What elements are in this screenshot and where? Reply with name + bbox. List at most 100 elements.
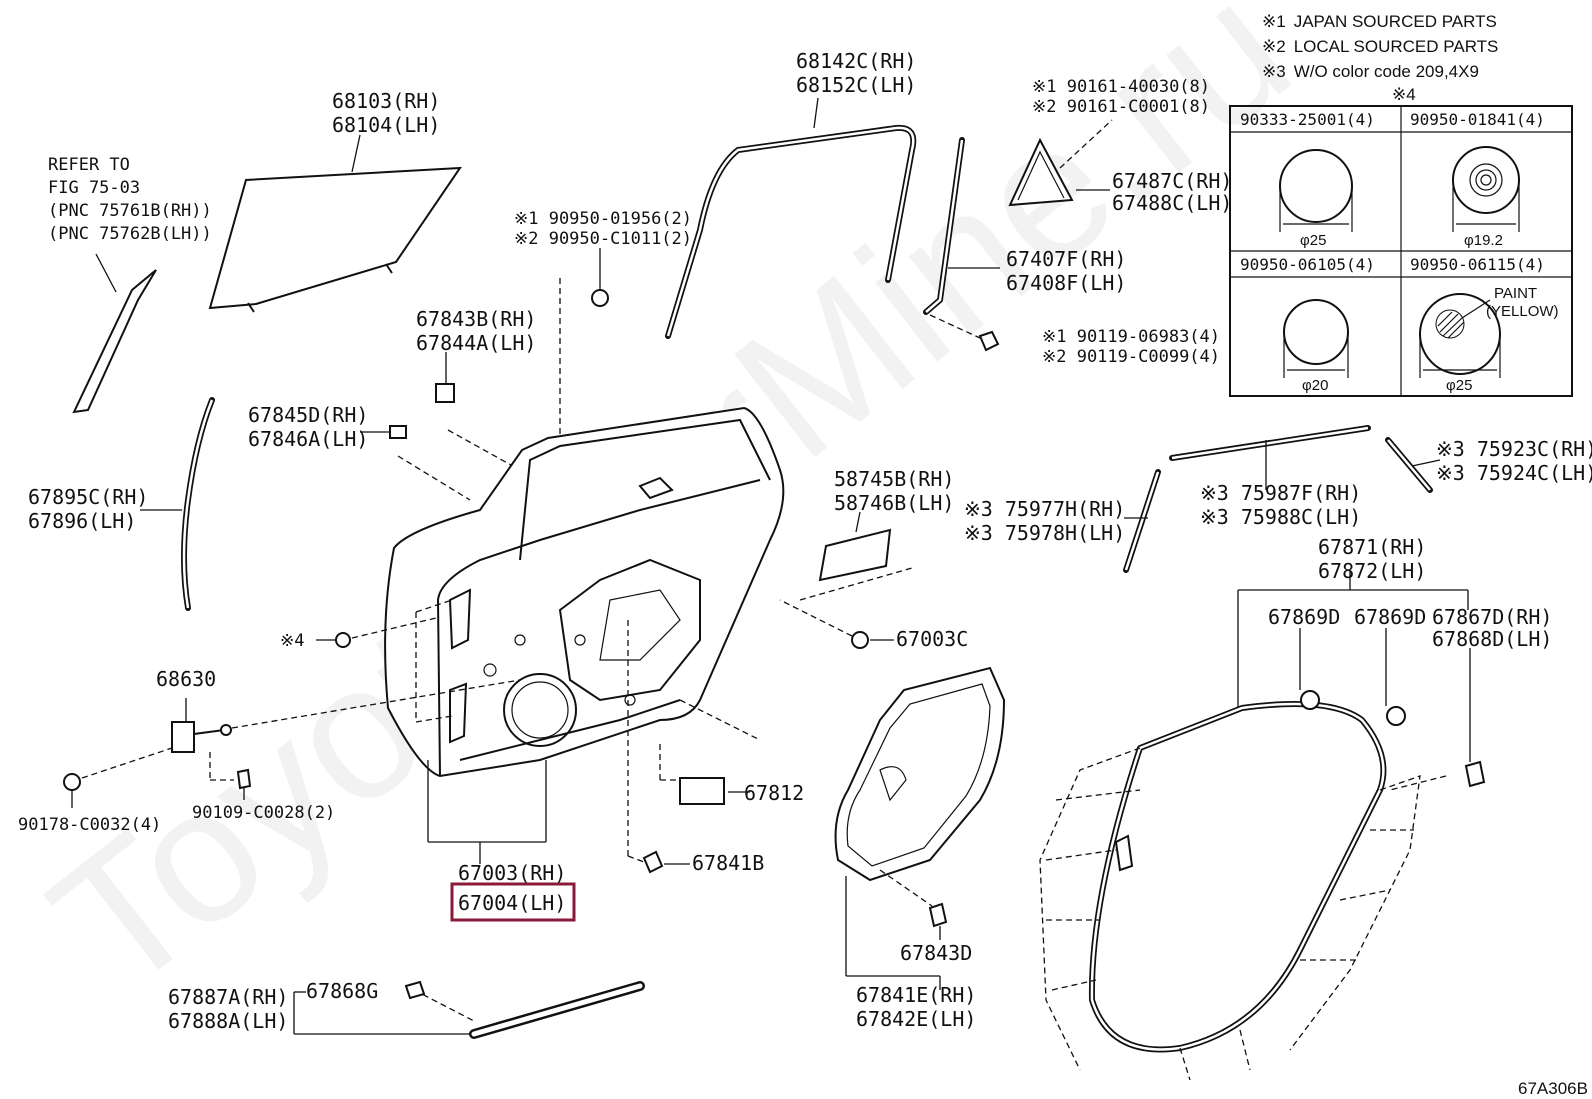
refer-to-line-2[interactable]: FIG 75-03 <box>48 178 140 198</box>
disc-icon <box>1283 299 1349 365</box>
table-cell-4-part: 90950-06115(4) <box>1410 255 1545 274</box>
table-cell-4-dim: φ25 <box>1446 377 1472 394</box>
label-clip-w1[interactable]: 67869D <box>1268 605 1340 629</box>
refer-to-line-3[interactable]: (PNC 75761B(RH)) <box>48 201 212 221</box>
label-nut[interactable]: 90178-C0032(4) <box>18 815 161 835</box>
clip-4 <box>316 617 437 648</box>
mouldings <box>1123 425 1441 573</box>
plate-icon <box>679 777 725 805</box>
label-plug[interactable]: 67003C <box>896 627 968 651</box>
door-checker <box>171 679 521 800</box>
table-cell-4: 90950-06115(4) PAINT (YELLOW) φ25 <box>1410 255 1559 394</box>
label-bolt-2[interactable]: ※2 90119-C0099(4) <box>1042 347 1220 367</box>
label-clip-top-1[interactable]: ※1 90950-01956(2) <box>514 209 692 229</box>
paint-color-note: (YELLOW) <box>1486 303 1559 320</box>
label-moulding-b-rh[interactable]: ※3 75987F(RH) <box>1200 481 1361 505</box>
glass-run-channel <box>665 97 917 339</box>
sound-sheet <box>799 511 913 601</box>
bolt-icon <box>978 330 1000 352</box>
screw-low <box>879 869 948 940</box>
checker-icon <box>171 721 195 753</box>
label-glass-lh[interactable]: 68104(LH) <box>332 113 440 137</box>
label-clip-top-2[interactable]: ※2 90950-C1011(2) <box>514 229 692 249</box>
label-corner-rh[interactable]: 67487C(RH) <box>1112 169 1232 193</box>
label-door-panel-lh[interactable]: 67004(LH) <box>458 891 566 915</box>
refer-to-line-4[interactable]: (PNC 75762B(LH)) <box>48 224 212 244</box>
label-moulding-a-rh[interactable]: ※3 75923C(RH) <box>1436 437 1592 461</box>
label-moulding-c-lh[interactable]: ※3 75978H(LH) <box>964 521 1125 545</box>
label-service-cover-lh[interactable]: 67842E(LH) <box>856 1007 976 1031</box>
refer-to-line-1[interactable]: REFER TO <box>48 155 130 175</box>
label-division-rh[interactable]: 67407F(RH) <box>1006 247 1126 271</box>
bolt-icon <box>236 768 252 790</box>
label-run-channel-rh[interactable]: 68142C(RH) <box>796 49 916 73</box>
label-clip-w3-rh[interactable]: 67867D(RH) <box>1432 605 1552 629</box>
clip-icon <box>1464 760 1486 788</box>
label-screws-top-1[interactable]: ※1 90161-40030(8) <box>1032 77 1210 97</box>
label-screw-low[interactable]: 67843D <box>900 941 972 965</box>
label-clip-w2[interactable]: 67869D <box>1354 605 1426 629</box>
label-weatherstrip-lh[interactable]: 67872(LH) <box>1318 559 1426 583</box>
table-cell-3: 90950-06105(4) φ20 <box>1240 255 1375 394</box>
door-panel <box>384 406 785 778</box>
label-sheet-rh[interactable]: 58745B(RH) <box>834 467 954 491</box>
table-cell-1: 90333-25001(4) φ25 <box>1240 110 1375 249</box>
bracket-icon <box>389 425 407 439</box>
label-weatherstrip-rh[interactable]: 67871(RH) <box>1318 535 1426 559</box>
label-seal-lh[interactable]: 67896(LH) <box>28 509 136 533</box>
clip-icon <box>404 980 426 1000</box>
label-moulding-b-lh[interactable]: ※3 75988C(LH) <box>1200 505 1361 529</box>
clip-disc-icon <box>1452 146 1520 214</box>
label-hinge-cover-lh[interactable]: 67844A(LH) <box>416 331 536 355</box>
label-glass-rh[interactable]: 68103(RH) <box>332 89 440 113</box>
label-moulding-c-rh[interactable]: ※3 75977H(RH) <box>964 497 1125 521</box>
label-bolt2[interactable]: 90109-C0028(2) <box>192 803 335 823</box>
label-service-cover-rh[interactable]: 67841E(RH) <box>856 983 976 1007</box>
label-division-lh[interactable]: 67408F(LH) <box>1006 271 1126 295</box>
label-seal-rh[interactable]: 67895C(RH) <box>28 485 148 509</box>
division-bar <box>923 137 1000 352</box>
label-bracket-lh[interactable]: 67846A(LH) <box>248 427 368 451</box>
part-labels[interactable]: REFER TO FIG 75-03 (PNC 75761B(RH)) (PNC… <box>18 49 1592 1033</box>
label-clip-4[interactable]: ※4 <box>280 631 304 651</box>
label-bolt-1[interactable]: ※1 90119-06983(4) <box>1042 327 1220 347</box>
label-plate <box>659 699 761 805</box>
label-clip-belt[interactable]: 67868G <box>306 979 378 1003</box>
label-bracket-rh[interactable]: 67845D(RH) <box>248 403 368 427</box>
table-cell-2-dim: φ19.2 <box>1464 232 1503 249</box>
label-door-panel-rh[interactable]: 67003(RH) <box>458 861 566 885</box>
disc-icon <box>1279 149 1353 223</box>
cap-icon <box>435 383 455 403</box>
table-cell-2-part: 90950-01841(4) <box>1410 110 1545 129</box>
label-corner-lh[interactable]: 67488C(LH) <box>1112 191 1232 215</box>
door-frame-garnish <box>72 253 157 414</box>
label-checker[interactable]: 68630 <box>156 667 216 691</box>
service-hole-cover <box>834 666 1006 990</box>
label-sheet-lh[interactable]: 58746B(LH) <box>834 491 954 515</box>
nut <box>63 747 173 808</box>
weatherstrip-clips <box>1299 628 1486 791</box>
clip-icon <box>591 289 609 307</box>
label-clip-w3-lh[interactable]: 67868D(LH) <box>1432 627 1552 651</box>
label-plate[interactable]: 67812 <box>744 781 804 805</box>
nut-icon <box>63 773 81 791</box>
screw-icon <box>928 902 948 928</box>
label-hinge-cover-rh[interactable]: 67843B(RH) <box>416 307 536 331</box>
label-run-channel-lh[interactable]: 68152C(LH) <box>796 73 916 97</box>
clip-icon <box>335 632 351 648</box>
label-moulding-a-lh[interactable]: ※3 75924C(LH) <box>1436 461 1592 485</box>
label-clip-low[interactable]: 67841B <box>692 851 764 875</box>
label-screws-top-2[interactable]: ※2 90161-C0001(8) <box>1032 97 1210 117</box>
label-belt-moulding-lh[interactable]: 67888A(LH) <box>168 1009 288 1033</box>
table-mark: ※4 <box>1392 85 1416 104</box>
plug-icon <box>851 631 869 649</box>
table-cell-2: 90950-01841(4) φ19.2 <box>1410 110 1545 249</box>
bracket <box>360 425 471 501</box>
rear-corner-piece <box>1008 119 1113 207</box>
label-belt-moulding-rh[interactable]: 67887A(RH) <box>168 985 288 1009</box>
door-glass <box>208 134 462 313</box>
